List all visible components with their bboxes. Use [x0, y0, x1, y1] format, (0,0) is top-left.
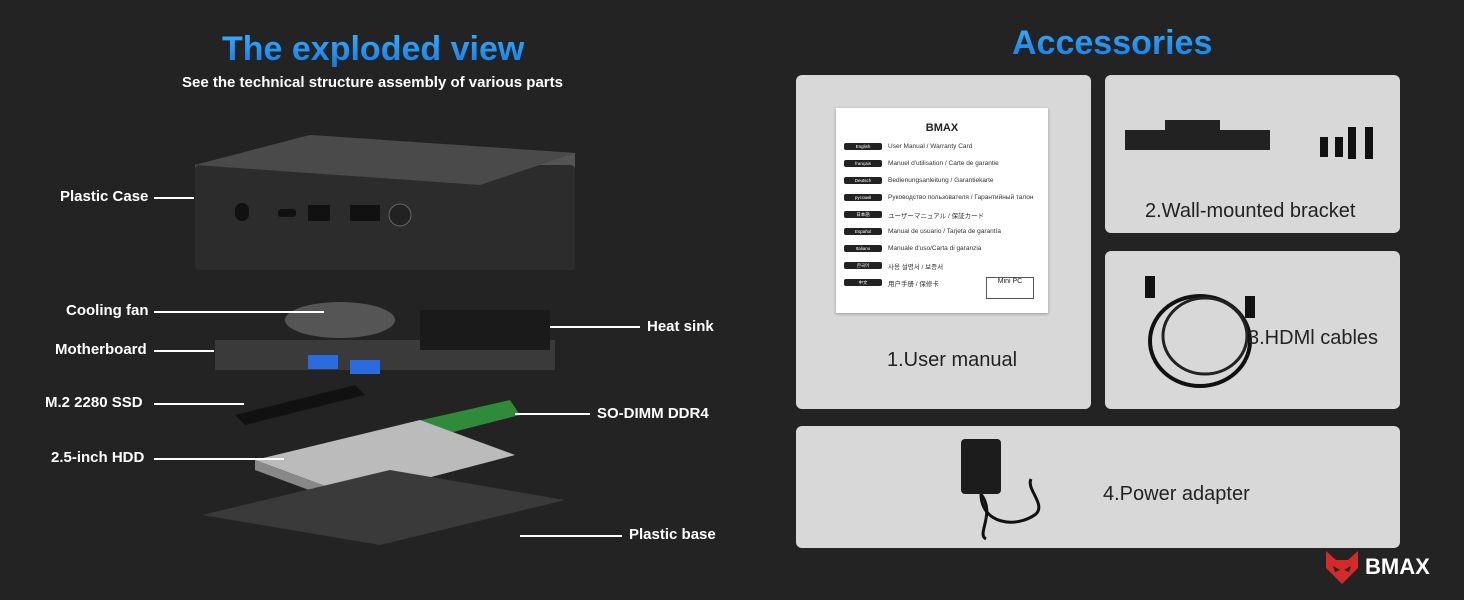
- label-heat-sink: Heat sink: [647, 318, 714, 335]
- bmax-wolf-icon: [1326, 551, 1358, 584]
- manual-row-text: User Manual / Warranty Card: [888, 143, 973, 150]
- manual-lang-tag: русский: [844, 194, 882, 201]
- exploded-view-subtitle: See the technical structure assembly of …: [182, 74, 563, 91]
- manual-row: русский Руководство пользователя / Гарант…: [844, 189, 1040, 206]
- manual-lang-tag: Deutsch: [844, 177, 882, 184]
- manual-row-text: Manual de usuario / Tarjeta de garantía: [888, 228, 1001, 235]
- exploded-diagram: [195, 135, 575, 545]
- label-hdd: 2.5-inch HDD: [51, 449, 145, 466]
- power-adapter-caption: 4.Power adapter: [1103, 483, 1250, 505]
- manual-row: Deutsch Bedienungsanleitung / Garantiekar…: [844, 172, 1040, 189]
- manual-row: 日本語ユーザーマニュアル / 保証カード: [844, 206, 1040, 223]
- fan-heatsink-board: [215, 302, 555, 374]
- power-adapter-image: [961, 439, 1041, 541]
- plastic-base: [202, 470, 565, 545]
- manual-brand: BMAX: [925, 122, 959, 134]
- accessory-user-manual: BMAX English User Manual / Warranty Card f…: [796, 75, 1091, 409]
- label-motherboard: Motherboard: [55, 341, 147, 358]
- manual-row: English User Manual / Warranty Card: [844, 138, 1040, 155]
- manual-row-text: 用户手册 / 保修卡: [888, 280, 939, 288]
- manual-lang-tag: English: [844, 143, 882, 150]
- manual-device: Mini PC: [986, 277, 1034, 299]
- manual-row-text: ユーザーマニュアル / 保証カード: [888, 212, 985, 220]
- manual-row: 中文用户手册 / 保修卡: [844, 274, 1040, 291]
- manual-row-text: Manuale d'uso/Carta di garanzia: [888, 245, 982, 252]
- bracket-caption: 2.Wall-mounted bracket: [1145, 200, 1356, 222]
- label-plastic-base: Plastic base: [629, 526, 716, 543]
- manual-row: Italiano Manuale d'uso/Carta di garanzia: [844, 240, 1040, 257]
- accessory-hdmi: 3.HDMl cables: [1105, 251, 1400, 409]
- manual-row: 한국어 사용 설명서 / 보증서: [844, 257, 1040, 274]
- bracket-image: [1125, 120, 1373, 159]
- label-cooling-fan: Cooling fan: [66, 302, 149, 319]
- manual-lang-tag: français: [844, 160, 882, 167]
- hdmi-caption: 3.HDMl cables: [1248, 327, 1379, 349]
- manual-lang-tag: 中文: [844, 279, 882, 286]
- label-ssd: M.2 2280 SSD: [45, 394, 143, 411]
- label-ram: SO-DIMM DDR4: [597, 405, 709, 422]
- user-manual-caption: 1.User manual: [887, 349, 1018, 371]
- exploded-view-title: The exploded view: [222, 30, 525, 68]
- hdmi-cable-image: [1145, 276, 1255, 388]
- plastic-case: [195, 135, 575, 270]
- manual-row-text: 사용 설명서 / 보증서: [888, 263, 944, 271]
- user-manual-image: BMAX English User Manual / Warranty Card f…: [836, 108, 1048, 313]
- manual-lang-tag: 한국어: [844, 262, 882, 269]
- bmax-logo-text: BMAX: [1365, 554, 1430, 579]
- manual-row-text: Bedienungsanleitung / Garantiekarte: [888, 177, 994, 184]
- accessory-bracket: 2.Wall-mounted bracket: [1105, 75, 1400, 233]
- manual-lang-tag: 日本語: [844, 211, 882, 218]
- manual-row: Español Manual de usuario / Tarjeta de ga…: [844, 223, 1040, 240]
- manual-row: français Manuel d'utilisation / Carte de …: [844, 155, 1040, 172]
- manual-row-text: Manuel d'utilisation / Carte de garantie: [888, 160, 999, 167]
- label-plastic-case: Plastic Case: [60, 188, 149, 205]
- manual-row-text: Руководство пользователя / Гарантийный т…: [888, 194, 1034, 201]
- manual-lang-tag: Español: [844, 228, 882, 235]
- bmax-logo: BMAX: [1323, 548, 1430, 586]
- accessory-power-adapter: 4.Power adapter: [796, 426, 1400, 548]
- manual-lang-tag: Italiano: [844, 245, 882, 252]
- accessories-title: Accessories: [1012, 24, 1213, 62]
